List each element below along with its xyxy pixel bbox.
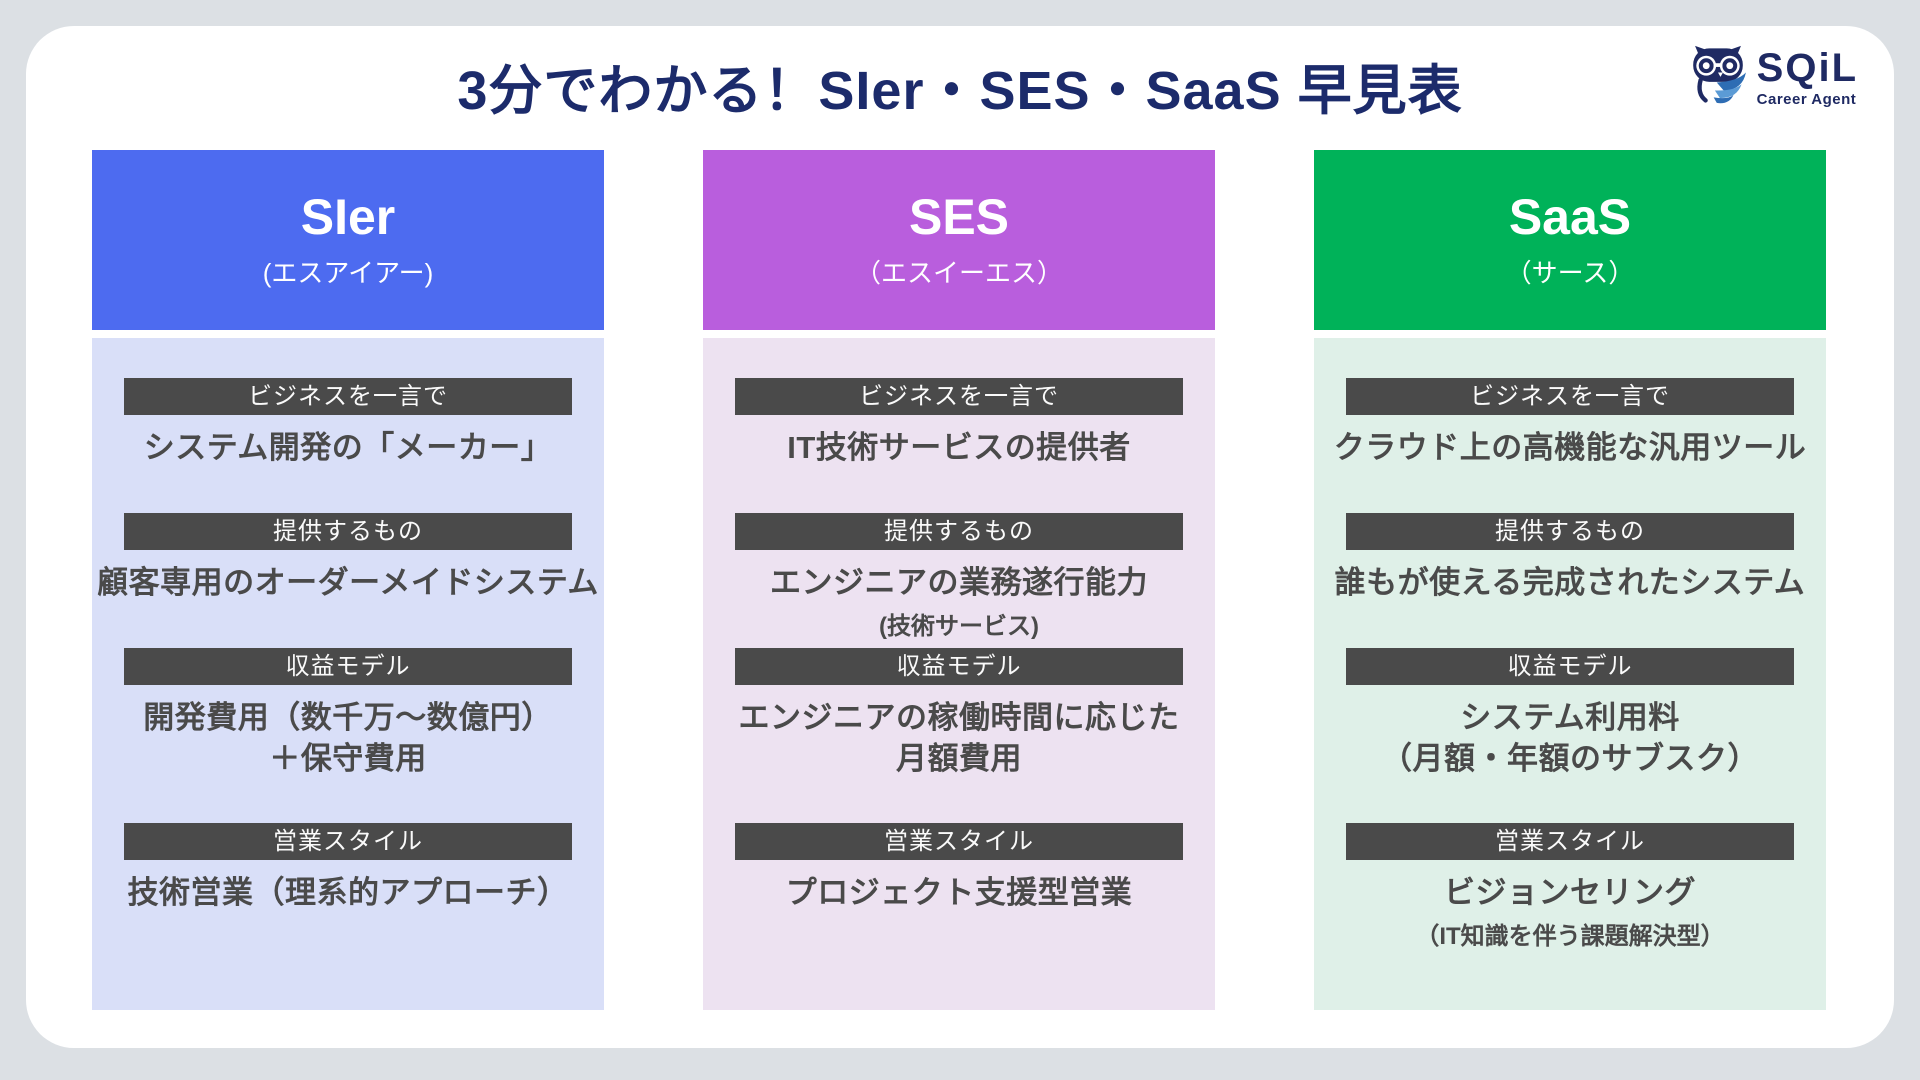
section-label: 収益モデル [735, 648, 1183, 685]
section-label: 営業スタイル [124, 823, 572, 860]
section-value: システム利用料 （月額・年額のサブスク） [1381, 700, 1759, 776]
section-business: ビジネスを一言で システム開発の「メーカー」 [92, 378, 604, 469]
section-revenue: 収益モデル エンジニアの稼働時間に応じた 月額費用 [703, 648, 1215, 780]
column-subtitle: （エスイーエス） [854, 258, 1063, 288]
brand-logo: SQiL Career Agent [1687, 44, 1858, 111]
column-title: SaaS [1508, 189, 1632, 245]
section-business: ビジネスを一言で クラウド上の高機能な汎用ツール [1314, 378, 1826, 469]
column-title: SIer [300, 189, 396, 245]
section-offering: 提供するもの 顧客専用のオーダーメイドシステム [92, 513, 604, 604]
section-value: クラウド上の高機能な汎用ツール [1333, 430, 1807, 465]
section-revenue: 収益モデル 開発費用（数千万〜数億円） ＋保守費用 [92, 648, 604, 780]
comparison-columns: SIer (エスアイアー) ビジネスを一言で システム開発の「メーカー」 提供す… [92, 150, 1826, 1010]
section-label: ビジネスを一言で [124, 378, 572, 415]
section-business: ビジネスを一言で IT技術サービスの提供者 [703, 378, 1215, 469]
section-sales-style: 営業スタイル プロジェクト支援型営業 [703, 823, 1215, 914]
column-body-sier: ビジネスを一言で システム開発の「メーカー」 提供するもの 顧客専用のオーダーメ… [92, 338, 604, 1010]
section-value: 顧客専用のオーダーメイドシステム [97, 565, 599, 600]
section-label: 提供するもの [735, 513, 1183, 550]
section-value: ビジョンセリング [1444, 875, 1696, 910]
section-note: （IT知識を伴う課題解決型） [1415, 922, 1725, 950]
section-sales-style: 営業スタイル 技術営業（理系的アプローチ） [92, 823, 604, 914]
section-label: 収益モデル [124, 648, 572, 685]
logo-brand: SQiL [1756, 46, 1858, 90]
logo-text: SQiL Career Agent [1757, 48, 1858, 107]
page-title: 3分でわかる！SIer・SES・SaaS 早見表 [457, 61, 1463, 121]
section-label: 収益モデル [1346, 648, 1794, 685]
section-label: 提供するもの [1346, 513, 1794, 550]
section-offering: 提供するもの 誰もが使える完成されたシステム [1314, 513, 1826, 604]
section-note: (技術サービス) [879, 612, 1039, 640]
section-label: 提供するもの [124, 513, 572, 550]
section-value: 誰もが使える完成されたシステム [1334, 565, 1806, 600]
section-value: エンジニアの業務遂行能力 [770, 565, 1148, 600]
column-header-ses: SES （エスイーエス） [703, 150, 1215, 330]
section-value: IT技術サービスの提供者 [787, 430, 1131, 465]
section-value: プロジェクト支援型営業 [785, 875, 1133, 910]
section-value: エンジニアの稼働時間に応じた 月額費用 [738, 700, 1180, 776]
section-label: ビジネスを一言で [1346, 378, 1794, 415]
owl-icon [1687, 44, 1749, 111]
column-title: SES [908, 189, 1010, 245]
section-value: システム開発の「メーカー」 [143, 430, 553, 465]
section-revenue: 収益モデル システム利用料 （月額・年額のサブスク） [1314, 648, 1826, 780]
section-value: 技術営業（理系的アプローチ） [127, 875, 569, 910]
column-body-ses: ビジネスを一言で IT技術サービスの提供者 提供するもの エンジニアの業務遂行能… [703, 338, 1215, 1010]
column-sier: SIer (エスアイアー) ビジネスを一言で システム開発の「メーカー」 提供す… [92, 150, 604, 1010]
section-label: 営業スタイル [1346, 823, 1794, 860]
column-header-sier: SIer (エスアイアー) [92, 150, 604, 330]
logo-tagline: Career Agent [1756, 91, 1857, 108]
section-label: ビジネスを一言で [735, 378, 1183, 415]
column-subtitle: （サース） [1505, 258, 1635, 288]
section-sales-style: 営業スタイル ビジョンセリング （IT知識を伴う課題解決型） [1314, 823, 1826, 951]
column-saas: SaaS （サース） ビジネスを一言で クラウド上の高機能な汎用ツール 提供する… [1314, 150, 1826, 1010]
column-header-saas: SaaS （サース） [1314, 150, 1826, 330]
section-offering: 提供するもの エンジニアの業務遂行能力 (技術サービス) [703, 513, 1215, 641]
column-body-saas: ビジネスを一言で クラウド上の高機能な汎用ツール 提供するもの 誰もが使える完成… [1314, 338, 1826, 1010]
column-ses: SES （エスイーエス） ビジネスを一言で IT技術サービスの提供者 提供するも… [703, 150, 1215, 1010]
section-value: 開発費用（数千万〜数億円） ＋保守費用 [143, 700, 553, 776]
column-subtitle: (エスアイアー) [262, 258, 434, 288]
section-label: 営業スタイル [735, 823, 1183, 860]
